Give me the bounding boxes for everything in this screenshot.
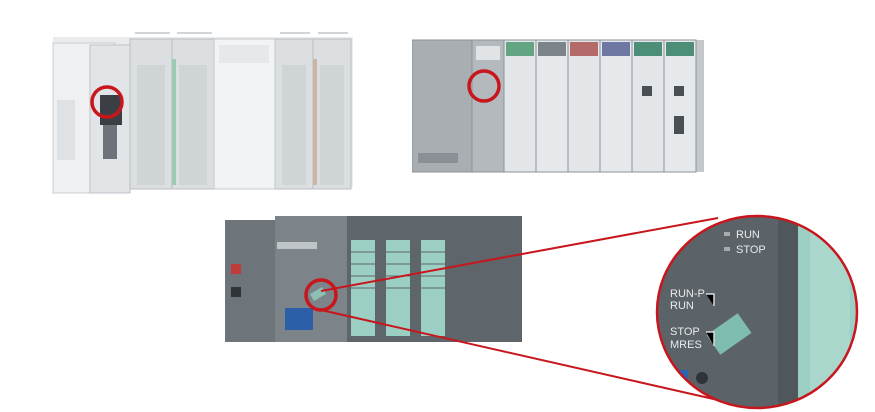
mode-label-stop: STOP <box>670 326 700 338</box>
led-label-stop: STOP <box>736 244 766 256</box>
zoom-callout: RUN STOP RUN-P RUN STOP MRES <box>655 214 859 410</box>
plc-top-right <box>412 39 704 173</box>
highlight-ring <box>467 69 501 103</box>
plc-top-left <box>52 32 353 194</box>
mode-label-run-p: RUN-P <box>670 288 705 300</box>
plc-bottom <box>225 216 522 342</box>
highlight-ring <box>90 85 124 119</box>
mode-label-run: RUN <box>670 300 694 312</box>
mode-label-mres: MRES <box>670 339 702 351</box>
led-label-run: RUN <box>736 229 760 241</box>
